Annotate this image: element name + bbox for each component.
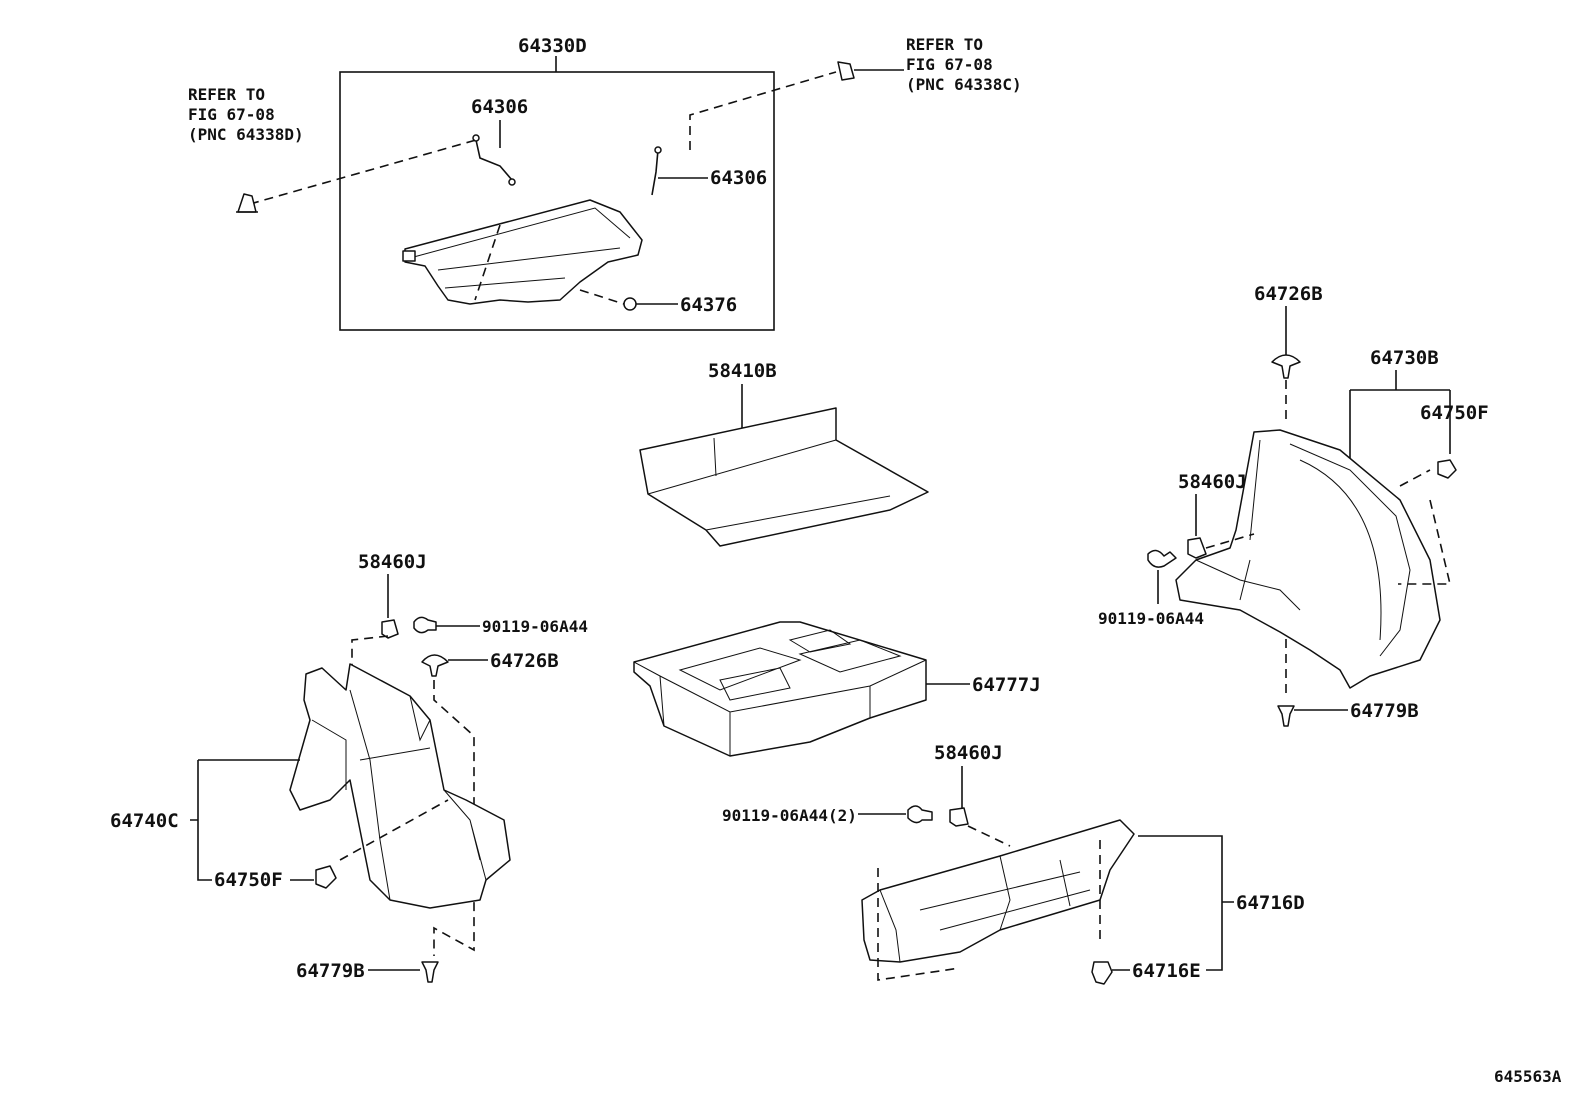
clip-64376-part[interactable]	[623, 297, 637, 311]
storage-tray-part[interactable]	[633, 621, 927, 757]
label-64750F-left[interactable]: 64750F	[214, 869, 283, 891]
clip-64779B-right-part[interactable]	[1277, 705, 1295, 727]
floor-mat-group: 58410B	[639, 360, 929, 547]
label-64777J[interactable]: 64777J	[972, 674, 1041, 696]
label-64716E[interactable]: 64716E	[1132, 960, 1201, 982]
label-90119-right[interactable]: 90119-06A44	[1098, 609, 1204, 628]
right-side-trim-part[interactable]	[1175, 429, 1441, 689]
label-64726B-right[interactable]: 64726B	[1254, 283, 1323, 305]
label-58460J-center[interactable]: 58460J	[934, 742, 1003, 764]
floor-mat-part[interactable]	[639, 407, 929, 547]
label-64716D[interactable]: 64716D	[1236, 892, 1305, 914]
screw-90119-right-part[interactable]	[1147, 549, 1177, 568]
rod-right-part[interactable]	[651, 149, 659, 196]
label-64726B-left[interactable]: 64726B	[490, 650, 559, 672]
label-58460J-right[interactable]: 58460J	[1178, 471, 1247, 493]
refer-right-line2[interactable]: FIG 67-08	[906, 55, 993, 74]
clip-58460J-right-part[interactable]	[1187, 537, 1207, 559]
label-58460J-left[interactable]: 58460J	[358, 551, 427, 573]
left-trim-group: 58460J 90119-06A44 64726B 64740C 64750F …	[110, 551, 588, 983]
clip-58460J-left-part[interactable]	[381, 619, 399, 639]
label-64750F-right[interactable]: 64750F	[1420, 402, 1489, 424]
refer-left-line3[interactable]: (PNC 64338D)	[188, 125, 304, 144]
refer-left-line1[interactable]: REFER TO	[188, 85, 265, 104]
clip-64779B-left-part[interactable]	[421, 961, 439, 983]
clip-58460J-center-part[interactable]	[949, 807, 969, 827]
rod-left-part[interactable]	[475, 139, 513, 181]
hook-left-part[interactable]	[237, 193, 257, 213]
label-90119-left[interactable]: 90119-06A44	[482, 617, 588, 636]
cover-assembly-group: 64330D 64306 64306 64376	[249, 35, 837, 331]
label-64306-b[interactable]: 64306	[710, 167, 767, 189]
right-trim-group: 64726B 64730B 64750F 58460J 90119-06A44 …	[1098, 283, 1489, 727]
hook-right-part[interactable]	[837, 61, 855, 81]
label-64330D[interactable]: 64330D	[518, 35, 587, 57]
screw-90119-left-part[interactable]	[413, 616, 437, 634]
rear-trim-group: 58460J 90119-06A44(2) 64716D 64716E	[722, 742, 1305, 985]
refer-right-group: REFER TO FIG 67-08 (PNC 64338C)	[837, 35, 1022, 94]
label-64730B[interactable]: 64730B	[1370, 347, 1439, 369]
label-64779B-right[interactable]: 64779B	[1350, 700, 1419, 722]
refer-right-line3[interactable]: (PNC 64338C)	[906, 75, 1022, 94]
refer-right-line1[interactable]: REFER TO	[906, 35, 983, 54]
storage-tray-group: 64777J	[633, 621, 1041, 757]
clip-64750F-right-part[interactable]	[1437, 459, 1457, 479]
clip-64726B-right-part[interactable]	[1271, 354, 1301, 379]
figure-code: 645563A	[1494, 1067, 1562, 1086]
screw-90119-center-part[interactable]	[907, 805, 933, 824]
refer-left-line2[interactable]: FIG 67-08	[188, 105, 275, 124]
label-64779B-left[interactable]: 64779B	[296, 960, 365, 982]
clip-64750F-left-part[interactable]	[315, 865, 337, 889]
label-64740C[interactable]: 64740C	[110, 810, 179, 832]
clip-64726B-left-part[interactable]	[421, 654, 449, 677]
label-64376[interactable]: 64376	[680, 294, 737, 316]
clip-64716E-part[interactable]	[1091, 961, 1113, 985]
label-64306-a[interactable]: 64306	[471, 96, 528, 118]
left-side-trim-part[interactable]	[289, 663, 511, 909]
tonneau-cover-part[interactable]	[404, 199, 643, 305]
label-58410B[interactable]: 58410B	[708, 360, 777, 382]
label-90119-center[interactable]: 90119-06A44(2)	[722, 806, 857, 825]
refer-left-group: REFER TO FIG 67-08 (PNC 64338D)	[188, 85, 304, 213]
assembly-box	[339, 71, 775, 331]
